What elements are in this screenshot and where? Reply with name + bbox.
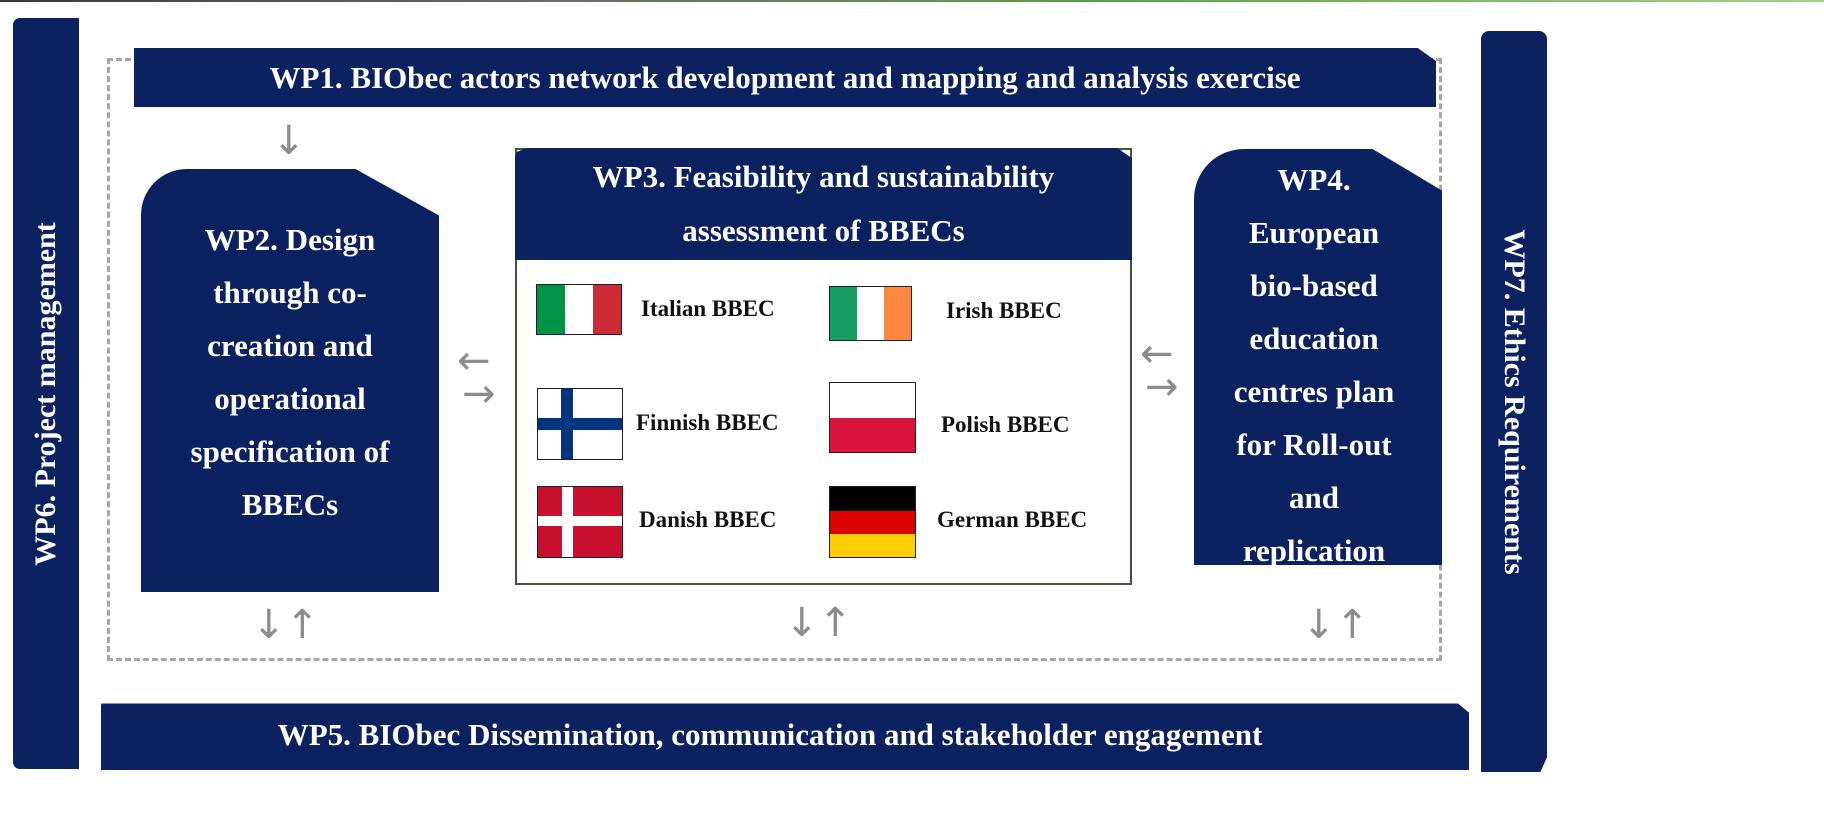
wp2-line: creation and xyxy=(207,327,373,363)
wp4-line: for Roll-out xyxy=(1236,427,1392,462)
wp5-label: WP5. BIObec Dissemination, communication… xyxy=(277,717,1263,752)
wp6-project-management-bar: WP6. Project management xyxy=(13,18,79,769)
finland-flag-icon xyxy=(537,388,623,460)
wp1-label: WP1. BIObec actors network development a… xyxy=(269,59,1301,95)
wp4-text: WP4. European bio-based education centre… xyxy=(1194,153,1434,568)
wp4-line: education xyxy=(1249,321,1379,356)
wp4-line: replication xyxy=(1242,533,1386,568)
poland-flag-icon xyxy=(829,382,916,453)
wp4-line: centres plan xyxy=(1233,374,1395,409)
centre-item-finland: Finnish BBEC xyxy=(537,388,779,460)
wp7-ethics-requirements-bar: WP7. Ethics Requirements xyxy=(1481,31,1547,772)
wp3-box: WP3. Feasibility and sustainability asse… xyxy=(515,148,1132,585)
centre-label: Danish BBEC xyxy=(639,507,777,532)
top-gradient-line xyxy=(0,0,1824,2)
wp1-bar: WP1. BIObec actors network development a… xyxy=(134,48,1436,107)
denmark-flag-icon xyxy=(537,486,623,558)
wp6-label: WP6. Project management xyxy=(29,221,62,566)
wp3-header: WP3. Feasibility and sustainability asse… xyxy=(515,148,1132,260)
wp2-line: WP2. Design xyxy=(204,221,376,257)
centre-label: Polish BBEC xyxy=(941,411,1070,437)
wp2-box: WP2. Design through co- creation and ope… xyxy=(141,169,439,592)
centre-label: German BBEC xyxy=(937,507,1088,532)
wp4-line: WP4. xyxy=(1277,162,1351,197)
left-arrow-icon: ← xyxy=(457,338,491,384)
wp4-box: WP4. European bio-based education centre… xyxy=(1194,149,1442,565)
down-arrow-icon: ↓ xyxy=(272,118,306,164)
wp3-title-line: WP3. Feasibility and sustainability xyxy=(592,159,1055,194)
wp4-line: bio-based xyxy=(1250,268,1378,303)
ireland-flag-icon xyxy=(829,286,912,341)
down-up-arrows-icon: ↓↑ xyxy=(1302,602,1370,648)
centre-item-germany: German BBEC xyxy=(829,486,1087,558)
down-up-arrows-icon: ↓↑ xyxy=(785,600,853,646)
wp7-label: WP7. Ethics Requirements xyxy=(1498,228,1531,575)
centre-label: Irish BBEC xyxy=(946,298,1062,323)
centre-item-poland: Polish BBEC xyxy=(829,382,1069,453)
wp2-line: specification of xyxy=(190,433,390,469)
wp3-title: WP3. Feasibility and sustainability asse… xyxy=(564,150,1084,258)
left-arrow-icon: ← xyxy=(1140,331,1174,377)
wp5-bar: WP5. BIObec Dissemination, communication… xyxy=(101,703,1469,770)
right-arrow-icon: → xyxy=(462,371,496,417)
germany-flag-icon xyxy=(829,486,916,558)
down-up-arrows-icon: ↓↑ xyxy=(252,602,320,648)
wp2-line: operational xyxy=(214,380,366,416)
right-arrow-icon: → xyxy=(1145,364,1179,410)
wp2-line: BBECs xyxy=(241,486,339,522)
centre-item-denmark: Danish BBEC xyxy=(537,486,776,558)
wp3-title-line: assessment of BBECs xyxy=(682,213,965,248)
centre-label: Italian BBEC xyxy=(641,295,775,321)
wp4-line: and xyxy=(1289,480,1339,515)
centre-label: Finnish BBEC xyxy=(636,410,779,435)
centre-item-italy: Italian BBEC xyxy=(536,284,775,335)
centre-item-ireland: Irish BBEC xyxy=(829,286,1062,341)
wp4-line: European xyxy=(1248,215,1380,250)
italy-flag-icon xyxy=(536,284,622,335)
wp2-text: WP2. Design through co- creation and ope… xyxy=(165,213,415,531)
wp2-line: through co- xyxy=(213,274,367,310)
